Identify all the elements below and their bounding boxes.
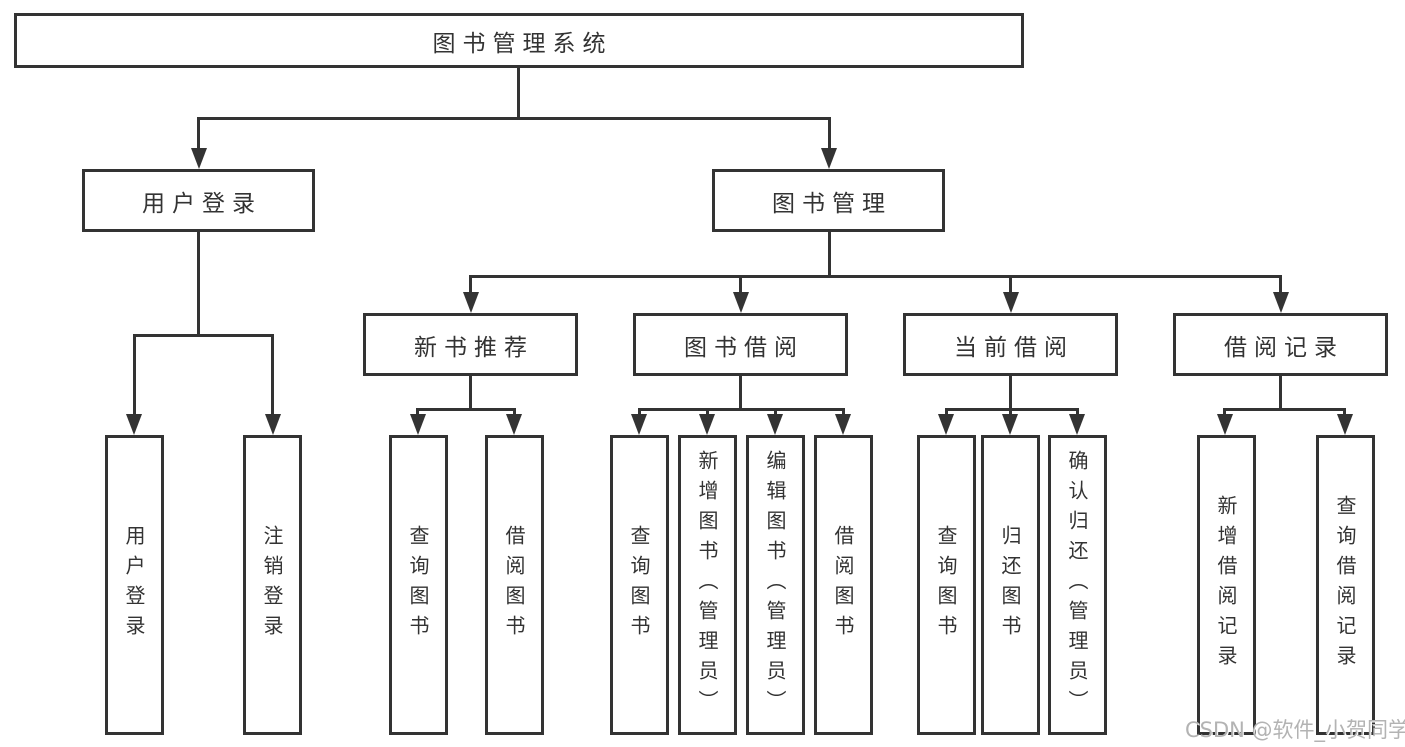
leaf-label: 注销登录 [260, 525, 284, 645]
connector-user-login-bar [132, 334, 274, 337]
arrowhead-bb-edit [767, 414, 783, 435]
connector-drop-user-login [197, 117, 200, 151]
node-label: 借阅记录 [1224, 334, 1344, 361]
arrowhead-book-management [821, 148, 837, 169]
node-label: 新书推荐 [414, 334, 534, 361]
node-label: 当前借阅 [954, 334, 1074, 361]
connector-drop-cb-return [1008, 408, 1012, 417]
leaf-label: 编辑图书（管理员） [763, 450, 787, 720]
connector-book-borrow-stem [739, 376, 742, 411]
arrowhead-leaf-logout [264, 414, 281, 435]
node-current-borrow: 当前借阅 [903, 313, 1118, 376]
arrowhead-user-login [190, 148, 207, 169]
arrowhead-leaf-user-login [126, 414, 142, 435]
leaf-label: 确认归还（管理员） [1065, 450, 1089, 720]
leaf-label: 查询图书 [934, 525, 958, 645]
arrowhead-br-add [1216, 414, 1233, 435]
leaf-user-login: 用户登录 [105, 435, 164, 735]
connector-drop-borrow-records [1279, 275, 1282, 295]
arrowhead-nb-search [409, 414, 426, 435]
leaf-label: 新增借阅记录 [1214, 495, 1238, 675]
connector-book-management-stem [827, 232, 831, 277]
arrowhead-cb-search [938, 414, 954, 435]
arrowhead-bb-add [699, 414, 715, 435]
leaf-search-borrow-record: 查询借阅记录 [1316, 435, 1375, 735]
connector-drop-leaf-user-login [132, 334, 136, 417]
connector-borrow-records-bar [1223, 408, 1346, 411]
connector-drop-bb-edit [773, 408, 777, 417]
connector-user-login-stem [197, 232, 200, 337]
node-label: 图书管理 [772, 190, 892, 217]
connector-drop-leaf-logout [271, 334, 274, 417]
arrowhead-bb-search [631, 414, 647, 435]
connector-drop-bb-borrow [841, 408, 845, 417]
arrowhead-bb-borrow [835, 414, 851, 435]
connector-drop-nb-borrow [512, 408, 516, 417]
connector-drop-book-borrow [739, 275, 742, 295]
leaf-label: 归还图书 [998, 525, 1022, 645]
node-user-login: 用户登录 [82, 169, 315, 232]
arrowhead-borrow-records [1272, 292, 1289, 313]
node-library-management-system: 图书管理系统 [14, 13, 1024, 68]
connector-drop-bb-add [705, 408, 709, 417]
node-borrow-records: 借阅记录 [1173, 313, 1388, 376]
connector-book-management-bar [469, 275, 1282, 278]
node-label: 图书借阅 [684, 334, 804, 361]
connector-borrow-records-stem [1279, 376, 1282, 411]
leaf-edit-books-admin: 编辑图书（管理员） [746, 435, 805, 735]
connector-new-book-bar [416, 408, 516, 411]
connector-root-stem [516, 67, 520, 120]
node-book-management: 图书管理 [712, 169, 945, 232]
leaf-label: 借阅图书 [831, 525, 855, 645]
leaf-borrow-books: 借阅图书 [814, 435, 873, 735]
arrowhead-cb-return [1002, 414, 1018, 435]
leaf-label: 查询借阅记录 [1333, 495, 1357, 675]
connector-book-borrow-bar [637, 408, 845, 411]
connector-drop-new-book [469, 275, 472, 295]
leaf-return-books: 归还图书 [981, 435, 1040, 735]
connector-drop-bb-search [637, 408, 641, 417]
arrowhead-book-borrow [732, 292, 749, 313]
connector-current-borrow-stem [1009, 376, 1012, 411]
connector-current-borrow-bar [944, 408, 1079, 411]
leaf-logout: 注销登录 [243, 435, 302, 735]
leaf-label: 查询图书 [406, 525, 430, 645]
connector-drop-nb-search [416, 408, 419, 417]
arrowhead-br-search [1336, 414, 1353, 435]
leaf-label: 查询图书 [627, 525, 651, 645]
leaf-search-books-current: 查询图书 [917, 435, 976, 735]
connector-drop-br-add [1223, 408, 1226, 417]
leaf-label: 用户登录 [122, 525, 146, 645]
arrowhead-new-book [462, 292, 479, 313]
connector-drop-cb-confirm [1075, 408, 1079, 417]
arrowhead-cb-confirm [1069, 414, 1085, 435]
leaf-search-books-borrow: 查询图书 [610, 435, 669, 735]
connector-drop-current-borrow [1009, 275, 1012, 295]
connector-drop-cb-search [944, 408, 948, 417]
node-new-book-recommend: 新书推荐 [363, 313, 578, 376]
leaf-borrow-books-recommend: 借阅图书 [485, 435, 544, 735]
connector-drop-book-management [827, 117, 831, 151]
arrowhead-nb-borrow [506, 414, 522, 435]
connector-drop-br-search [1343, 408, 1346, 417]
node-label: 用户登录 [142, 190, 262, 217]
csdn-watermark: CSDN @软件_小贺同学 [1185, 718, 1405, 742]
leaf-confirm-return-admin: 确认归还（管理员） [1048, 435, 1107, 735]
leaf-add-borrow-record: 新增借阅记录 [1197, 435, 1256, 735]
leaf-label: 新增图书（管理员） [695, 450, 719, 720]
leaf-search-books-recommend: 查询图书 [389, 435, 448, 735]
leaf-add-books-admin: 新增图书（管理员） [678, 435, 737, 735]
connector-root-bar [197, 117, 831, 120]
node-label: 图书管理系统 [432, 30, 613, 57]
leaf-label: 借阅图书 [502, 525, 526, 645]
node-book-borrow: 图书借阅 [633, 313, 848, 376]
connector-new-book-stem [469, 376, 472, 411]
arrowhead-current-borrow [1002, 292, 1019, 313]
